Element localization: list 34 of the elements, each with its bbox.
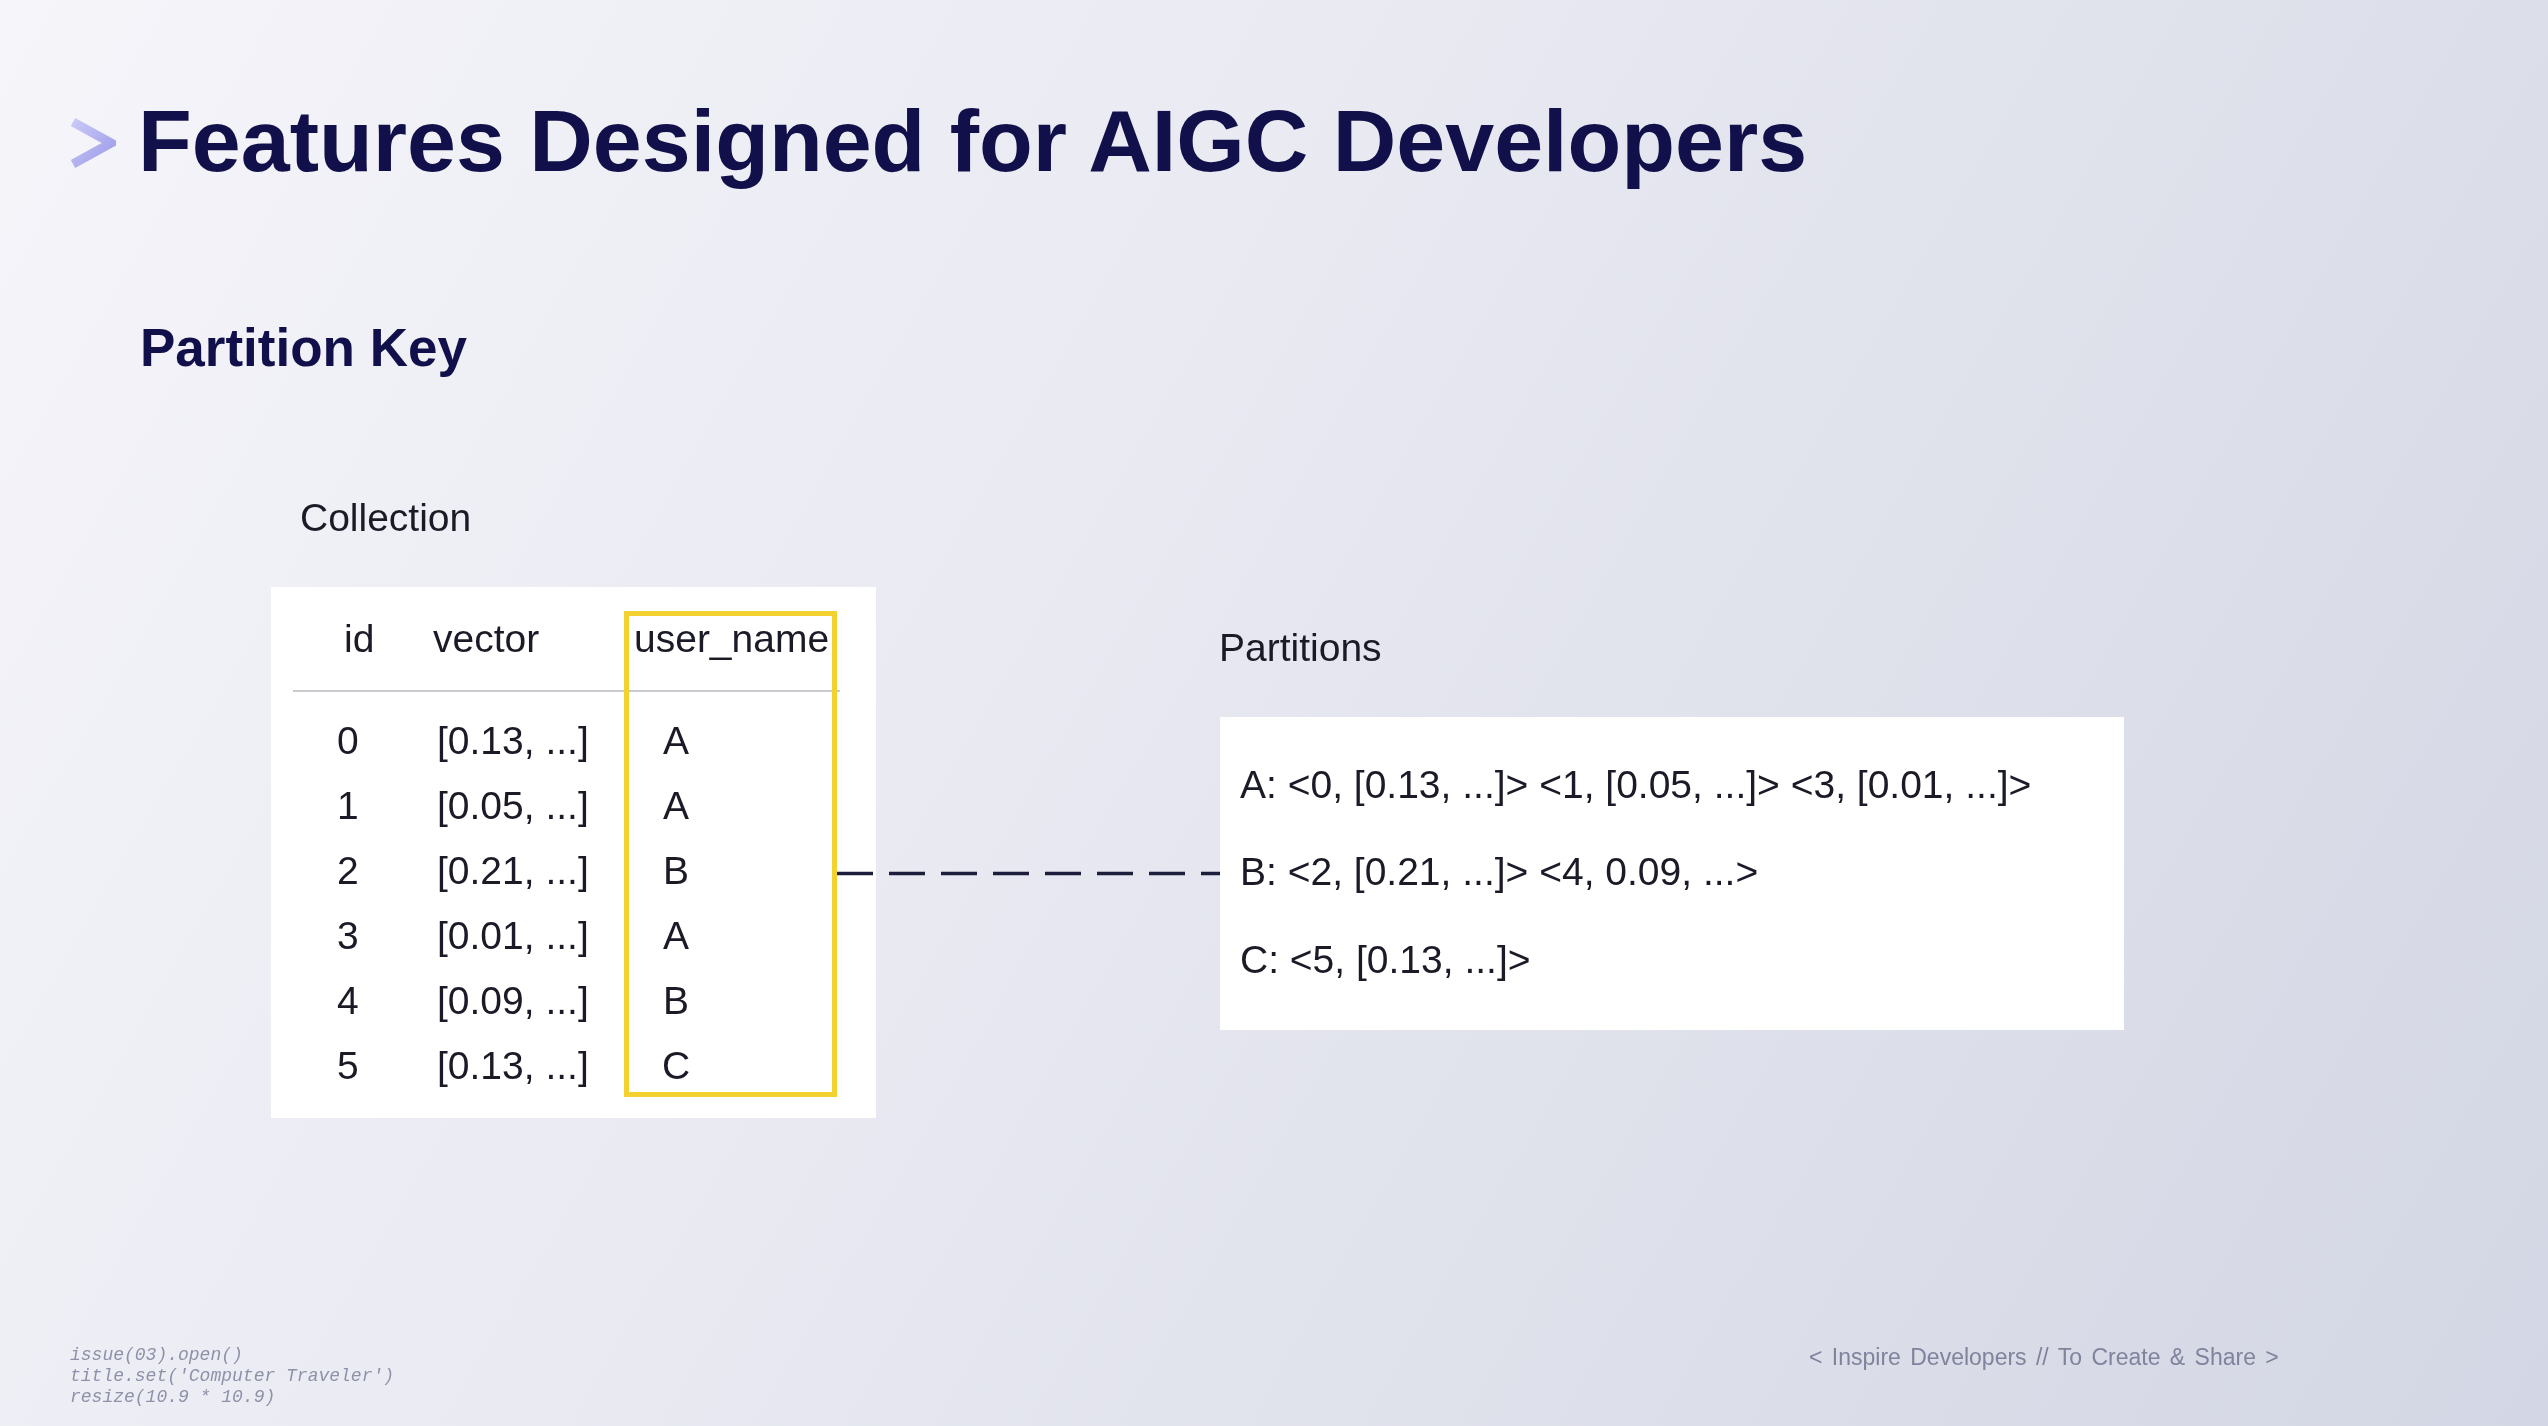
user-name-value: C: [662, 1043, 691, 1089]
row-id: 2: [337, 848, 359, 894]
row-id: 3: [337, 913, 359, 959]
column-header: vector: [433, 616, 540, 662]
user-name-value: B: [663, 848, 689, 894]
table-title: Collection: [300, 495, 472, 541]
row-id: 0: [337, 718, 359, 764]
partition-entry: C: <5, [0.13, ...]>: [1240, 937, 1531, 983]
code-line: issue(03).open(): [70, 1344, 243, 1366]
row-id: 4: [337, 978, 359, 1024]
panel-title: Partitions: [1219, 625, 1382, 671]
partition-entry: B: <2, [0.21, ...]> <4, 0.09, ...>: [1240, 850, 1759, 895]
code-line: resize(10.9 * 10.9): [70, 1386, 276, 1408]
column-header: user_name: [634, 616, 830, 662]
row-id: 5: [337, 1043, 359, 1089]
user-name-value: A: [663, 913, 689, 959]
vector-value: [0.09, ...]: [437, 978, 589, 1024]
partition-entry: A: <0, [0.13, ...]> <1, [0.05, ...]> <3, [0.01, ...]>: [1240, 762, 2032, 808]
vector-value: [0.13, ...]: [437, 1043, 589, 1089]
user-name-value: A: [663, 783, 689, 829]
vector-value: [0.13, ...]: [437, 718, 589, 764]
footer-tagline: < Inspire Developers // To Create & Share >: [1809, 1344, 2279, 1371]
vector-value: [0.21, ...]: [437, 848, 589, 894]
section-heading: Partition Key: [140, 317, 467, 379]
row-id: 1: [337, 783, 359, 829]
highlighted-column: [624, 611, 837, 1097]
vector-value: [0.01, ...]: [437, 913, 589, 959]
column-header: id: [344, 616, 375, 662]
dashed-connector: [837, 871, 1220, 876]
user-name-value: A: [663, 718, 689, 764]
user-name-value: B: [663, 978, 689, 1024]
slide-title: Features Designed for AIGC Developers: [138, 89, 1808, 191]
vector-value: [0.05, ...]: [437, 783, 589, 829]
code-line: title.set('Computer Traveler'): [70, 1365, 395, 1387]
